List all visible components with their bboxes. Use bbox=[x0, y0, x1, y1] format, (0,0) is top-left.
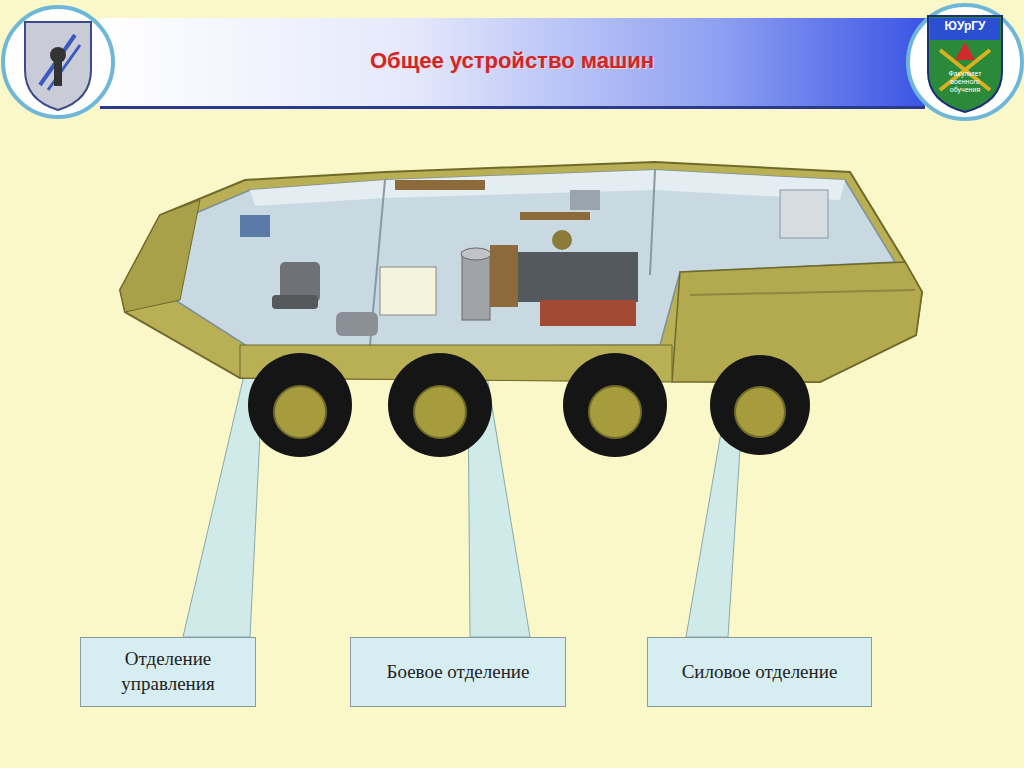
callout-box: Силовое отделение bbox=[647, 637, 872, 707]
callout-text: Боевое отделение bbox=[357, 660, 559, 685]
callout-text: Отделение управления bbox=[87, 647, 249, 696]
callout-box: Отделение управления bbox=[80, 637, 256, 707]
logo-text: ЮУрГУ bbox=[930, 20, 1000, 34]
slide-title: Общее устройство машин bbox=[0, 48, 1024, 74]
callout-text: Силовое отделение bbox=[654, 660, 865, 685]
logo-text: Факультет военного обучения bbox=[936, 70, 994, 94]
callout-box: Боевое отделение bbox=[350, 637, 566, 707]
